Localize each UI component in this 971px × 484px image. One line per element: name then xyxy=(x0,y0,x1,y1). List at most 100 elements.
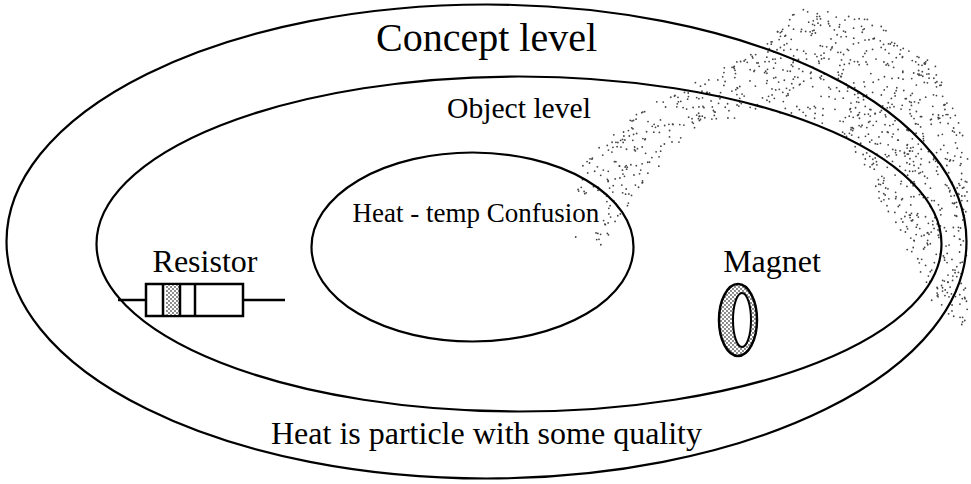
stipple-dot xyxy=(612,185,614,187)
stipple-dot xyxy=(806,58,808,60)
stipple-dot xyxy=(827,11,829,13)
stipple-dot xyxy=(895,57,897,59)
stipple-dot xyxy=(858,137,860,139)
stipple-dot xyxy=(862,56,864,58)
stipple-dot xyxy=(660,150,662,152)
stipple-dot xyxy=(631,127,633,129)
stipple-dot xyxy=(952,280,954,282)
stipple-dot xyxy=(642,180,644,182)
stipple-dot xyxy=(775,62,777,64)
stipple-dot xyxy=(770,41,772,43)
stipple-dot xyxy=(893,67,895,69)
stipple-dot xyxy=(683,124,685,126)
stipple-dot xyxy=(743,95,745,97)
stipple-dot xyxy=(892,133,894,135)
stipple-dot xyxy=(866,127,868,129)
stipple-dot xyxy=(911,138,913,140)
stipple-dot xyxy=(906,226,908,228)
stipple-dot xyxy=(933,77,935,79)
stipple-dot xyxy=(960,156,962,158)
stipple-dot xyxy=(816,16,818,18)
stipple-dot xyxy=(670,96,672,98)
stipple-dot xyxy=(745,59,747,61)
stipple-dot xyxy=(876,164,878,166)
stipple-dot xyxy=(863,99,865,101)
stipple-dot xyxy=(608,207,610,209)
stipple-dot xyxy=(814,117,816,119)
stipple-dot xyxy=(864,53,866,55)
stipple-dot xyxy=(602,169,604,171)
stipple-dot xyxy=(844,133,846,135)
stipple-dot xyxy=(942,287,944,289)
stipple-dot xyxy=(852,128,854,130)
stipple-dot xyxy=(953,203,955,205)
stipple-dot xyxy=(823,52,825,54)
stipple-dot xyxy=(814,53,816,55)
stipple-dot xyxy=(923,234,925,236)
stipple-dot xyxy=(746,61,748,63)
stipple-dot xyxy=(849,132,851,134)
stipple-dot xyxy=(853,43,855,45)
stipple-dot xyxy=(947,274,949,276)
stipple-dot xyxy=(741,93,743,95)
stipple-dot xyxy=(909,163,911,165)
stipple-dot xyxy=(880,184,882,186)
stipple-dot xyxy=(956,206,958,208)
stipple-dot xyxy=(682,107,684,109)
stipple-dot xyxy=(743,60,745,62)
stipple-dot xyxy=(920,74,922,76)
stipple-dot xyxy=(895,152,897,154)
stipple-dot xyxy=(802,71,804,73)
stipple-dot xyxy=(884,76,886,78)
stipple-dot xyxy=(617,142,619,144)
stipple-dot xyxy=(895,149,897,151)
stipple-dot xyxy=(922,75,924,77)
stipple-dot xyxy=(949,191,951,193)
stipple-dot xyxy=(653,123,655,125)
stipple-dot xyxy=(767,51,769,53)
stipple-dot xyxy=(937,173,939,175)
stipple-dot xyxy=(698,115,700,117)
stipple-dot xyxy=(660,145,662,147)
stipple-dot xyxy=(961,324,963,326)
stipple-dot xyxy=(718,102,720,104)
stipple-dot xyxy=(888,198,890,200)
stipple-dot xyxy=(909,101,911,103)
stipple-dot xyxy=(922,133,924,135)
stipple-dot xyxy=(910,95,912,97)
stipple-dot xyxy=(945,245,947,247)
stipple-dot xyxy=(713,111,715,113)
stipple-dot xyxy=(953,315,955,317)
stipple-dot xyxy=(940,214,942,216)
stipple-dot xyxy=(791,83,793,85)
stipple-dot xyxy=(840,76,842,78)
stipple-dot xyxy=(917,153,919,155)
stipple-dot xyxy=(911,92,913,94)
stipple-dot xyxy=(930,187,932,189)
stipple-dot xyxy=(932,220,934,222)
stipple-dot xyxy=(799,109,801,111)
stipple-dot xyxy=(839,120,841,122)
stipple-dot xyxy=(647,121,649,123)
stipple-dot xyxy=(952,275,954,277)
stipple-dot xyxy=(944,104,946,106)
stipple-dot xyxy=(691,121,693,123)
stipple-dot xyxy=(931,299,933,301)
stipple-dot xyxy=(865,135,867,137)
stipple-dot xyxy=(820,18,822,20)
stipple-dot xyxy=(885,187,887,189)
stipple-dot xyxy=(883,193,885,195)
stipple-dot xyxy=(676,103,678,105)
stipple-dot xyxy=(644,138,646,140)
stipple-dot xyxy=(812,23,814,25)
stipple-dot xyxy=(864,164,866,166)
stipple-dot xyxy=(701,115,703,117)
stipple-dot xyxy=(796,106,798,108)
stipple-dot xyxy=(840,36,842,38)
stipple-dot xyxy=(866,19,868,21)
stipple-dot xyxy=(818,60,820,62)
stipple-dot xyxy=(789,89,791,91)
stipple-dot xyxy=(936,292,938,294)
stipple-dot xyxy=(958,183,960,185)
stipple-dot xyxy=(864,18,866,20)
